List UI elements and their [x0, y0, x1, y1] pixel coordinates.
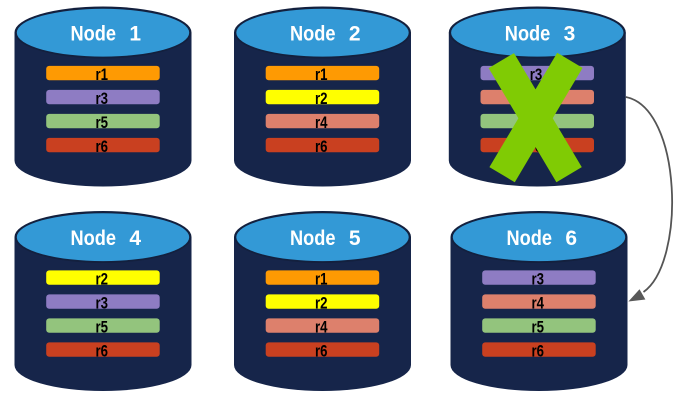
- svg-text:r6: r6: [531, 341, 544, 360]
- svg-text:r6: r6: [315, 341, 328, 360]
- svg-text:5: 5: [349, 227, 361, 250]
- svg-text:r1: r1: [315, 65, 328, 84]
- svg-text:Node: Node: [290, 23, 336, 46]
- svg-text:4: 4: [129, 227, 141, 250]
- svg-text:r5: r5: [95, 317, 108, 336]
- svg-text:r3: r3: [95, 89, 108, 108]
- svg-text:r1: r1: [315, 269, 328, 288]
- svg-text:r2: r2: [315, 293, 328, 312]
- svg-text:r2: r2: [95, 269, 108, 288]
- svg-text:Node: Node: [71, 227, 117, 250]
- svg-text:Node: Node: [290, 227, 336, 250]
- svg-text:r3: r3: [531, 269, 544, 288]
- svg-text:1: 1: [129, 23, 141, 46]
- svg-text:r4: r4: [315, 113, 328, 132]
- svg-text:r3: r3: [530, 65, 543, 84]
- svg-text:Node: Node: [505, 23, 551, 46]
- svg-text:Node: Node: [507, 227, 553, 250]
- svg-text:r6: r6: [95, 341, 108, 360]
- svg-text:3: 3: [564, 23, 576, 46]
- svg-text:r4: r4: [531, 293, 544, 312]
- svg-text:6: 6: [565, 227, 577, 250]
- svg-text:r2: r2: [315, 89, 328, 108]
- svg-text:r1: r1: [95, 65, 108, 84]
- svg-text:2: 2: [349, 23, 361, 46]
- svg-text:Node: Node: [71, 23, 117, 46]
- svg-text:r6: r6: [95, 137, 108, 156]
- svg-text:r3: r3: [95, 293, 108, 312]
- svg-text:r4: r4: [315, 317, 328, 336]
- svg-text:r6: r6: [315, 137, 328, 156]
- svg-text:r5: r5: [95, 113, 108, 132]
- svg-text:r5: r5: [531, 317, 544, 336]
